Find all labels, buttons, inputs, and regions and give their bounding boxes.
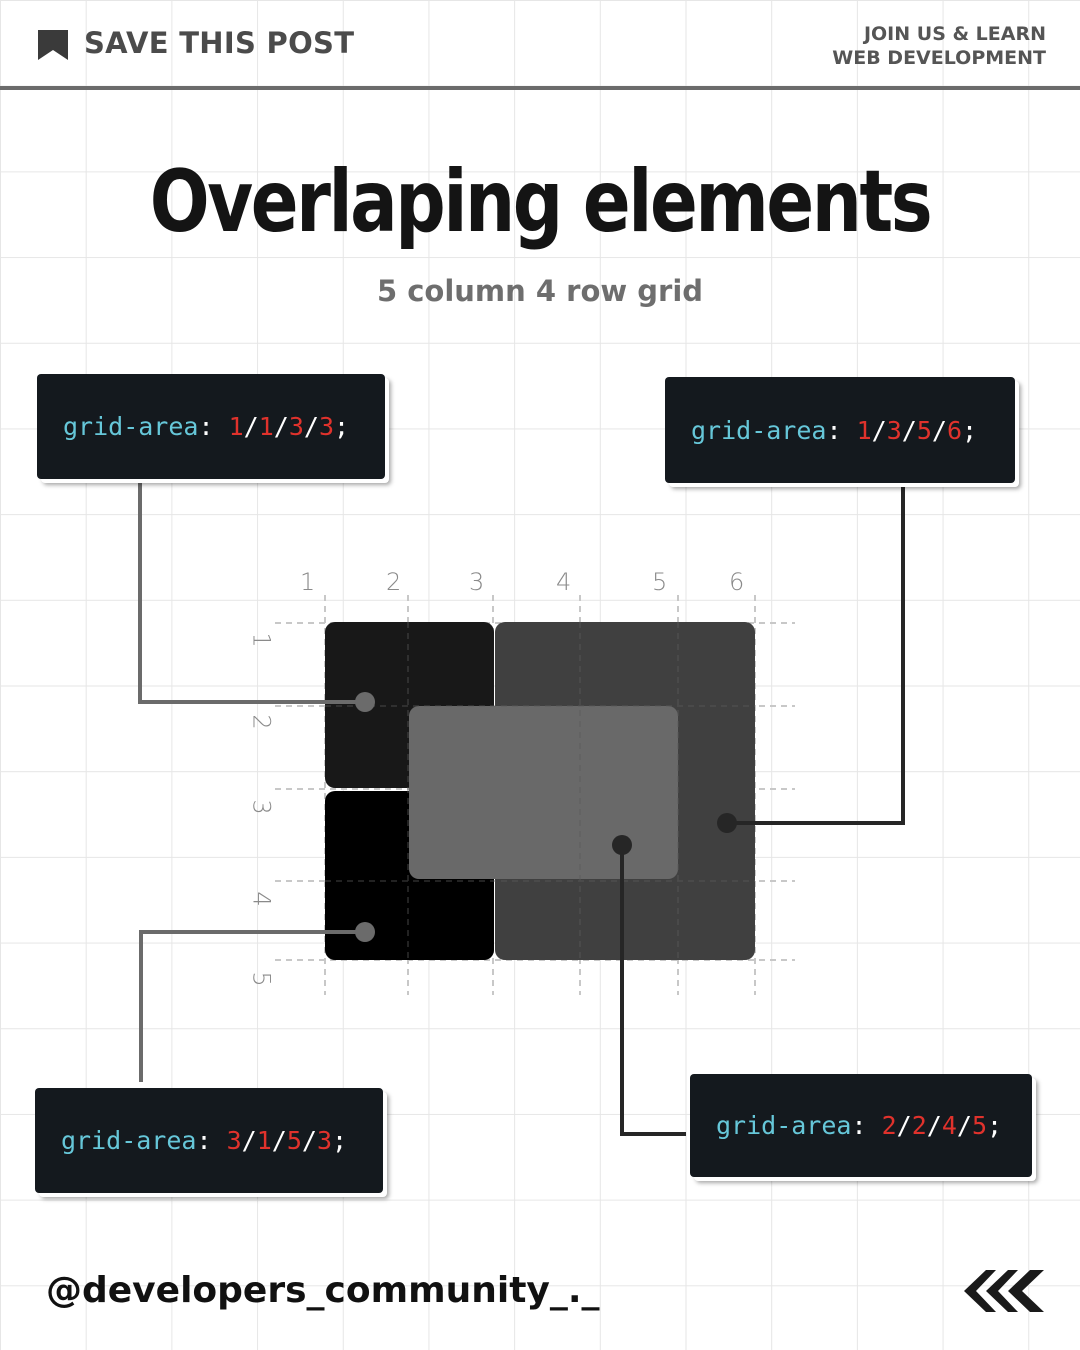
page-subtitle: 5 column 4 row grid (376, 274, 704, 308)
code-box-bottom-right: grid-area: 2/2/4/5; (690, 1074, 1032, 1177)
row-line-4: 4 (247, 891, 276, 907)
tagline-line-2: WEB DEVELOPMENT (832, 47, 1046, 69)
column-line-5: 5 (652, 568, 668, 596)
code-box-bottom-left: grid-area: 3/1/5/3; (35, 1088, 383, 1193)
tagline-line-1: JOIN US & LEARN (863, 23, 1046, 45)
code-property: grid-area (63, 412, 199, 441)
header-divider (0, 86, 1080, 90)
connector-dot-3 (355, 922, 375, 942)
code-box-top-right: grid-area: 1/3/5/6; (665, 377, 1015, 483)
code-box-top-left: grid-area: 1/1/3/3; (37, 374, 385, 479)
code-value: 1 (256, 1126, 272, 1155)
code-value: 5 (971, 1111, 988, 1140)
row-line-5: 5 (247, 971, 276, 987)
code-property: grid-area (61, 1126, 197, 1155)
column-line-1: 1 (300, 568, 316, 596)
code-value: 1 (228, 412, 244, 441)
author-handle: @developers_community_._ (46, 1270, 600, 1311)
code-value: 1 (856, 415, 872, 445)
code-value: 5 (916, 415, 932, 445)
code-value: 2 (881, 1111, 897, 1140)
code-value: 4 (941, 1111, 957, 1140)
header-tagline: JOIN US & LEARN WEB DEVELOPMENT (832, 22, 1046, 70)
column-line-3: 3 (469, 568, 485, 596)
chevrons-left-icon (964, 1270, 1044, 1312)
connector-dot-1 (355, 692, 375, 712)
code-property: grid-area (716, 1111, 852, 1140)
code-value: 3 (318, 412, 335, 441)
bookmark-icon (38, 30, 68, 60)
code-property: grid-area (691, 415, 827, 445)
row-line-1: 1 (247, 632, 276, 648)
connector-dot-2 (717, 813, 737, 833)
column-line-6: 6 (729, 568, 745, 596)
row-line-3: 3 (247, 799, 276, 815)
page-title: Overlaping elements (149, 152, 933, 252)
code-value: 2 (911, 1111, 927, 1140)
code-value: 1 (258, 412, 274, 441)
column-line-4: 4 (556, 568, 572, 596)
code-value: 5 (286, 1126, 302, 1155)
connector-dot-4 (612, 835, 632, 855)
code-value: 6 (946, 415, 963, 445)
code-value: 3 (288, 412, 304, 441)
code-value: 3 (886, 415, 902, 445)
row-line-2: 2 (247, 714, 276, 730)
code-value: 3 (226, 1126, 242, 1155)
code-value: 3 (316, 1126, 333, 1155)
grid-item-2-2-4-5 (409, 706, 678, 879)
column-line-2: 2 (386, 568, 402, 596)
save-post-label: SAVE THIS POST (84, 26, 355, 60)
